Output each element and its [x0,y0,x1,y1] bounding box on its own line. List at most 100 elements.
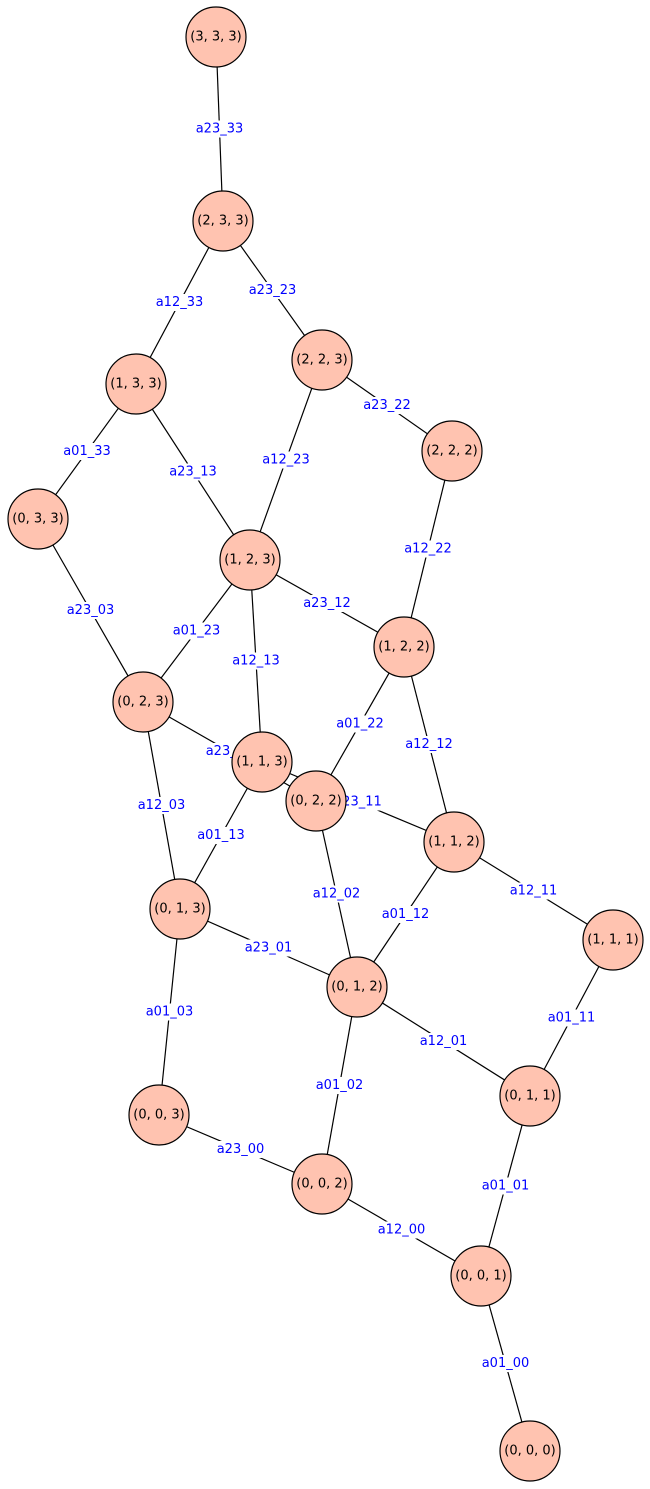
edge-label-group: a12_02 [310,885,363,903]
edge-label-group: a23_13 [167,463,219,481]
node-label: (0, 1, 2) [331,980,383,995]
graph-node: (0, 3, 3) [7,488,69,550]
edge-label-group: a01_01 [479,1177,532,1195]
edge-label: a12_11 [510,884,558,899]
edge-label-layer: a23_33a12_33a23_23a01_33a23_13a12_23a23_… [61,120,598,1372]
edge-label: a01_22 [336,717,384,732]
edge-label: a12_23 [262,453,310,468]
edge-label-background [334,715,386,733]
edge-label-background [230,652,282,670]
node-circle [285,770,347,832]
edge-label-background [361,397,413,414]
edge-label-background [260,451,312,469]
node-label: (1, 1, 1) [587,933,639,948]
edge-label-group: a01_12 [379,906,432,923]
node-label: (2, 3, 3) [197,214,249,229]
edge-label: a12_00 [378,1223,426,1238]
edge-label: a23_22 [363,398,411,413]
edge-label-group: a12_23 [260,451,312,469]
edge-label-background [167,463,219,481]
edge-label-group: a01_33 [61,443,113,460]
edge-label-group: a01_02 [313,1077,366,1094]
edge-label: a12_33 [156,295,204,310]
edge-label-background [301,595,353,612]
edge-label-background [479,1177,532,1195]
node-label: (1, 1, 2) [428,835,480,850]
edge-label-background [403,736,455,753]
node-label: (0, 0, 2) [296,1177,348,1192]
node-circle [450,1245,512,1307]
edge-label: a12_22 [404,542,452,557]
node-circle [421,420,483,482]
edge-label: a12_01 [420,1034,468,1049]
edge-layer [37,36,614,1452]
node-circle [499,1065,561,1127]
edge-label-group: a23_23 [246,282,299,299]
edge-label: a23_23 [249,283,297,298]
edge-label: a12_13 [232,654,280,669]
graph-node: (3, 3, 3) [185,6,247,68]
node-label: (0, 0, 3) [133,1108,185,1123]
edge-label-background [246,282,299,299]
edge-label-background [64,602,117,619]
node-circle [291,329,353,391]
edge-label: a23_13 [169,465,217,480]
edge-label-group: a12_11 [507,882,560,900]
graph-node: (1, 1, 2) [423,811,485,873]
edge-label-background [375,1221,428,1239]
edge-label: a23_03 [67,603,115,618]
edge-label-background [242,939,295,957]
edge-label: a01_01 [482,1179,530,1194]
edge-label-group: a01_03 [143,1003,196,1021]
node-label: (3, 3, 3) [190,30,242,45]
node-circle [105,353,167,415]
edge-label-background [402,540,454,558]
node-label: (2, 2, 3) [296,353,348,368]
node-circle [7,488,69,550]
edge-label-group: a12_01 [417,1033,470,1050]
node-circle [219,529,281,591]
edge-label-group: a01_11 [545,1009,598,1027]
node-circle [128,1084,190,1146]
graph-node: (1, 2, 2) [373,616,435,678]
node-circle [185,6,247,68]
edge-label-group: a01_22 [334,715,386,733]
edge-label-background [61,443,113,460]
node-circle [291,1153,353,1215]
graph-node: (0, 2, 3) [112,671,174,733]
edge-label: a01_13 [197,828,245,843]
edge-label: a01_00 [482,1356,530,1371]
node-circle [149,878,211,940]
node-layer: (3, 3, 3) (2, 3, 3) (2, 2, 3) (1, 3, 3) (2, … [7,6,644,1482]
node-circle [373,616,435,678]
node-label: (0, 0, 0) [504,1444,556,1459]
graph-node: (1, 1, 3) [231,731,293,793]
edge-label-background [479,1355,532,1372]
edge-label-background [170,622,223,640]
edge-label: a01_03 [146,1005,194,1020]
edge-label-background [379,906,432,923]
graph-node: (0, 0, 3) [128,1084,190,1146]
graph-node: (1, 1, 1) [582,909,644,971]
node-label: (1, 2, 2) [378,640,430,655]
node-circle [326,956,388,1018]
node-label: (1, 1, 3) [236,755,288,770]
edge-label: a01_33 [63,444,111,459]
edge-label-group: a12_03 [135,797,188,814]
graph-node: (0, 2, 2) [285,770,347,832]
node-label: (0, 3, 3) [12,512,64,527]
edge-label-group: a23_00 [214,1141,267,1158]
edge-label: a23_00 [217,1142,265,1157]
node-label: (0, 2, 3) [117,695,169,710]
edge-label-background [143,1003,196,1021]
edge-label-background [193,120,246,138]
edge-label-group: a01_13 [195,827,247,844]
edge-label-group: a12_33 [153,294,206,311]
graph-node: (1, 3, 3) [105,353,167,415]
node-circle [112,671,174,733]
edge-label-background [135,797,188,814]
edge-label-group: a12_00 [375,1221,428,1239]
node-label: (2, 2, 2) [426,444,478,459]
edge-label-group: a01_23 [170,622,223,640]
node-circle [582,909,644,971]
